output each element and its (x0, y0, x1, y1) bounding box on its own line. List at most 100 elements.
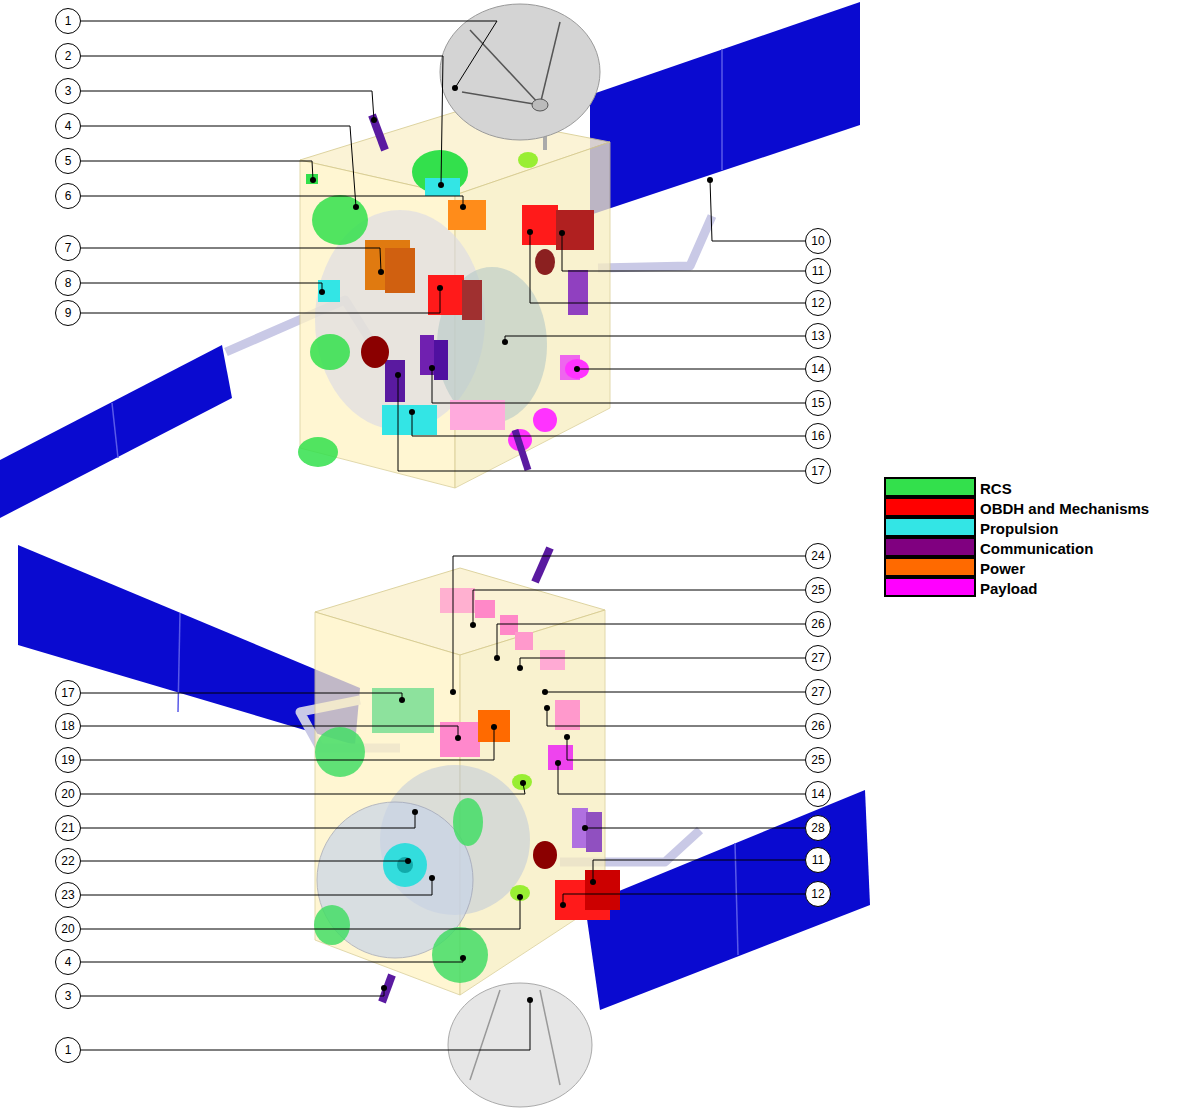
dish-strut (540, 990, 560, 1085)
leader-line (520, 658, 805, 668)
callout-number: 14 (811, 363, 824, 375)
leader-dot (353, 204, 359, 210)
callout-number: 8 (65, 277, 72, 289)
payload-unit (450, 400, 505, 430)
callout-circle: 20 (55, 916, 81, 942)
dish-strut (470, 30, 540, 105)
leader-line (81, 878, 432, 895)
leader-line (432, 368, 805, 403)
callout-number: 22 (61, 855, 74, 867)
legend-swatch (884, 517, 976, 537)
leader-dot (590, 879, 596, 885)
leader-dot (555, 760, 561, 766)
legend: RCSOBDH and MechanismsPropulsionCommunic… (884, 478, 1149, 598)
callout-circle: 9 (55, 300, 81, 326)
leader-dot (491, 724, 497, 730)
callout-circle: 27 (805, 679, 831, 705)
mechanism-disk (535, 249, 555, 275)
callout-number: 14 (811, 788, 824, 800)
payload-unit (475, 600, 495, 618)
legend-label: OBDH and Mechanisms (980, 500, 1149, 517)
antenna-mast (535, 548, 550, 582)
leader-line (398, 375, 805, 471)
callout-circle: 26 (805, 713, 831, 739)
leader-line (81, 248, 381, 272)
obdh-unit (462, 280, 482, 320)
legend-swatch (884, 477, 976, 497)
leader-dot (429, 875, 435, 881)
thruster (315, 727, 365, 777)
leader-dot (409, 409, 415, 415)
legend-label: Communication (980, 540, 1093, 557)
comm-unit (572, 808, 588, 848)
callout-circle: 17 (55, 680, 81, 706)
leader-line (81, 897, 520, 929)
leader-dot (438, 182, 444, 188)
panel-yoke (598, 216, 712, 268)
callout-circle: 6 (55, 183, 81, 209)
leader-line (81, 288, 440, 313)
legend-row: OBDH and Mechanisms (884, 498, 1149, 518)
callout-number: 26 (811, 618, 824, 630)
spacecraft-top-view (0, 2, 860, 518)
leader-dot (395, 372, 401, 378)
legend-swatch (884, 497, 976, 517)
callout-number: 12 (811, 888, 824, 900)
legend-label: RCS (980, 480, 1012, 497)
leader-dot (319, 289, 325, 295)
leader-dot (437, 285, 443, 291)
payload-unit (440, 588, 475, 613)
solar-panel (18, 545, 360, 745)
leader-dot (564, 734, 570, 740)
leader-line (593, 860, 805, 882)
leader-dot (452, 85, 458, 91)
legend-label: Power (980, 560, 1025, 577)
callout-number: 3 (65, 990, 72, 1002)
leader-line (710, 180, 805, 241)
leader-line (81, 958, 463, 962)
payload-unit (515, 632, 533, 650)
payload-unit (548, 745, 573, 770)
callout-number: 21 (61, 822, 74, 834)
legend-row: RCS (884, 478, 1149, 498)
leader-line (585, 828, 805, 829)
solar-panel (590, 2, 860, 215)
callout-circle: 19 (55, 747, 81, 773)
thruster (298, 437, 338, 467)
callout-number: 12 (811, 297, 824, 309)
obdh-unit (522, 205, 558, 245)
callout-circle: 17 (805, 458, 831, 484)
leader-line (81, 283, 322, 292)
callout-number: 24 (811, 550, 824, 562)
panel-seam (178, 613, 180, 712)
leader-dot (574, 366, 580, 372)
comm-unit (420, 335, 434, 375)
payload-unit (540, 650, 565, 670)
leader-dot (527, 997, 533, 1003)
propulsion-unit (382, 405, 437, 435)
dish-antenna (440, 4, 600, 140)
leader-dot (559, 230, 565, 236)
callout-circle: 8 (55, 270, 81, 296)
leader-dot (455, 735, 461, 741)
leader-dot (517, 665, 523, 671)
callout-circle: 1 (55, 8, 81, 34)
power-unit (385, 248, 415, 293)
callout-number: 28 (811, 822, 824, 834)
callout-circle: 3 (55, 983, 81, 1009)
comm-horn (512, 774, 532, 790)
leader-line (81, 727, 494, 760)
comm-horn (510, 885, 530, 901)
leader-dots (310, 85, 713, 1003)
callout-circle: 20 (55, 781, 81, 807)
leader-line (81, 783, 525, 794)
solar-panel (585, 790, 870, 1010)
dish-strut (470, 990, 500, 1080)
callout-number: 3 (65, 85, 72, 97)
thruster (310, 334, 350, 370)
callout-number: 9 (65, 307, 72, 319)
callout-number: 26 (811, 720, 824, 732)
comm-horn (518, 152, 538, 168)
dish-strut (540, 22, 560, 105)
